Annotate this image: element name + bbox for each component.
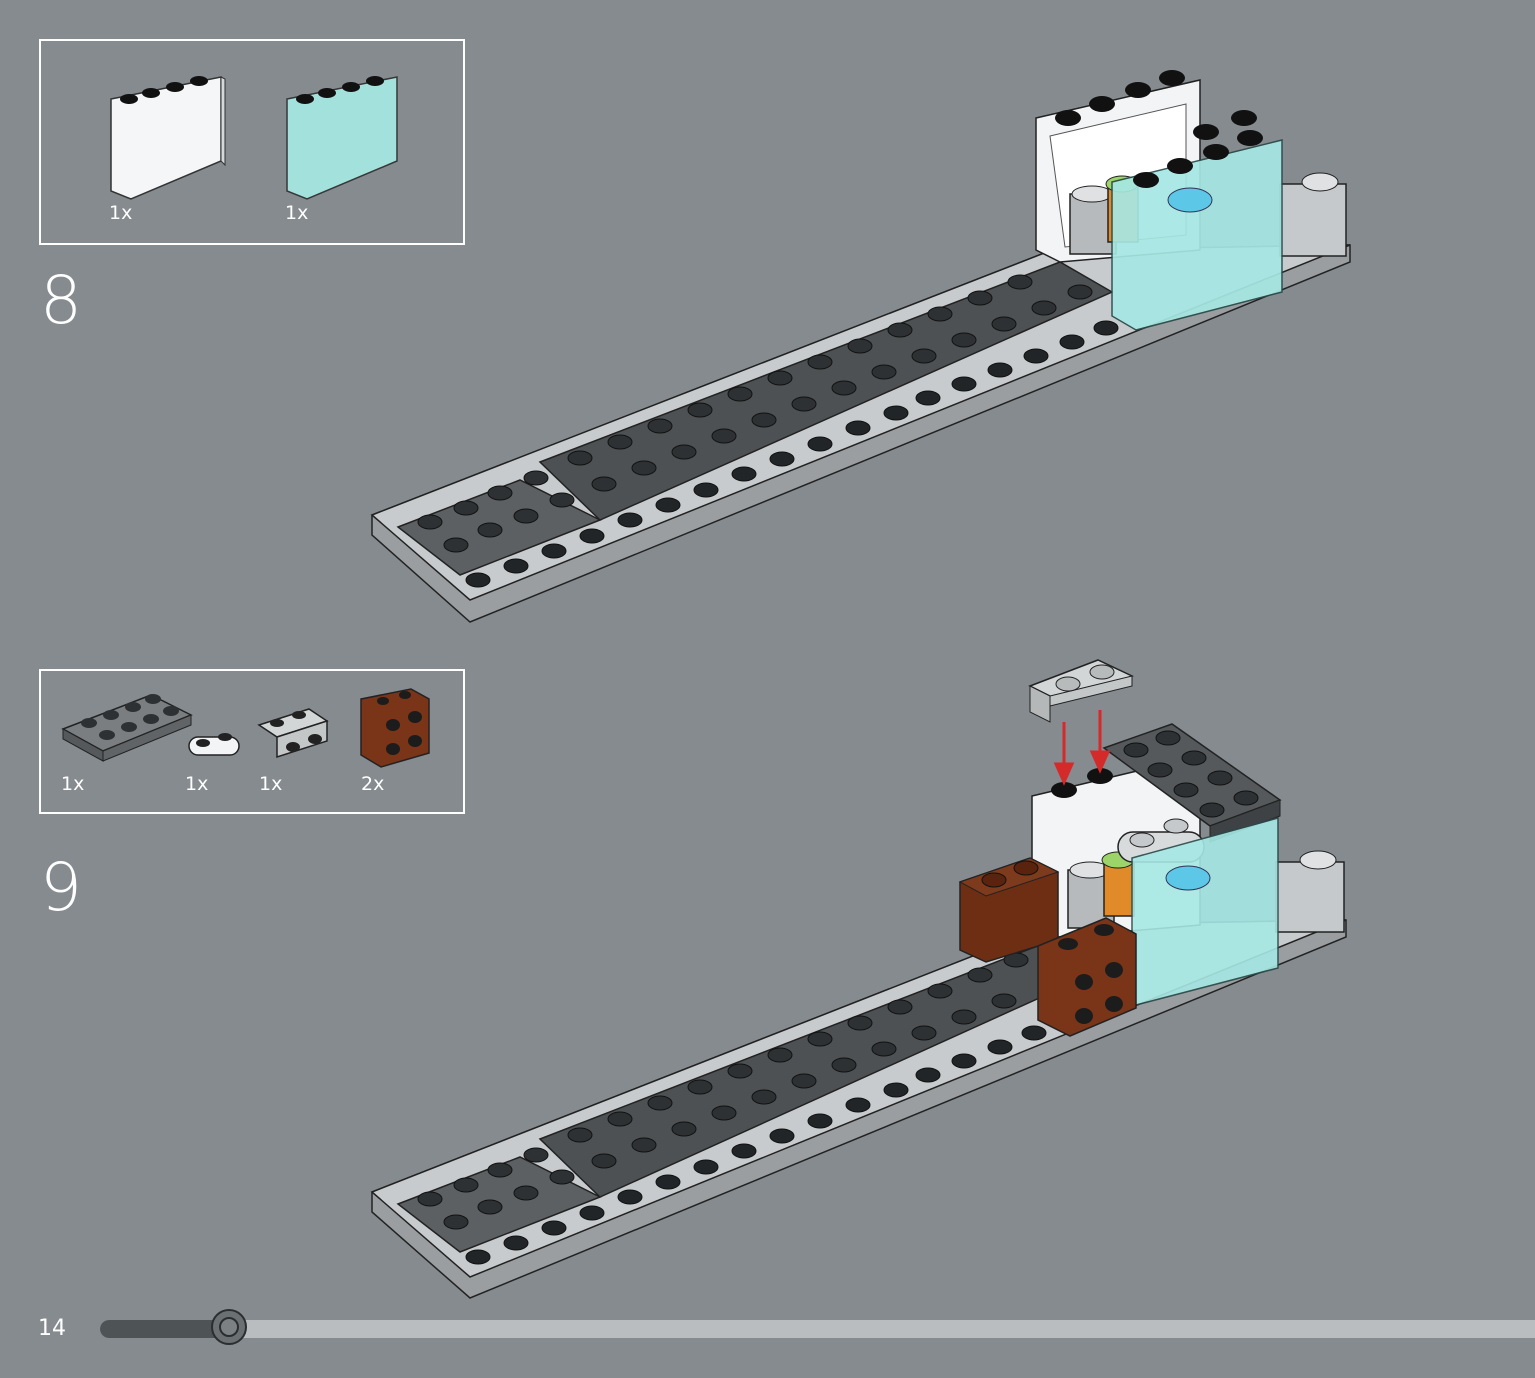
brown-brick-2x2-icon bbox=[360, 688, 430, 768]
brown-brick bbox=[958, 857, 1060, 963]
trans-light-blue-panel-icon bbox=[286, 76, 398, 200]
incoming-bracket bbox=[1028, 659, 1134, 723]
white-panel-icon bbox=[110, 76, 226, 200]
part-quantity: 1x bbox=[185, 773, 209, 795]
white-plate-1x2-rounded-icon bbox=[188, 733, 240, 756]
progress-bar[interactable] bbox=[100, 1309, 1535, 1345]
build-illustration-step-9 bbox=[370, 659, 1347, 1299]
dark-gray-plate-2x4-icon bbox=[61, 694, 193, 762]
part-quantity: 2x bbox=[361, 773, 385, 795]
parts-callout-step-8: 1x 1x bbox=[39, 39, 465, 245]
placement-arrow bbox=[1053, 710, 1111, 786]
step-number: 8 bbox=[40, 262, 82, 339]
part-quantity: 1x bbox=[285, 202, 309, 224]
brown-brick bbox=[1037, 917, 1137, 1037]
parts-callout-step-9: 1x 1x 1x 2x bbox=[39, 669, 465, 814]
part-quantity: 1x bbox=[259, 773, 283, 795]
progress-fill bbox=[100, 1320, 230, 1338]
light-gray-bracket-icon bbox=[257, 708, 329, 759]
part-quantity: 1x bbox=[109, 202, 133, 224]
part-quantity: 1x bbox=[61, 773, 85, 795]
parts-illustration bbox=[110, 76, 398, 200]
page-number: 14 bbox=[38, 1316, 66, 1341]
progress-knob[interactable] bbox=[211, 1309, 248, 1345]
parts-illustration bbox=[61, 688, 430, 768]
step-number: 9 bbox=[40, 849, 82, 926]
build-illustration-step-8 bbox=[370, 70, 1351, 623]
